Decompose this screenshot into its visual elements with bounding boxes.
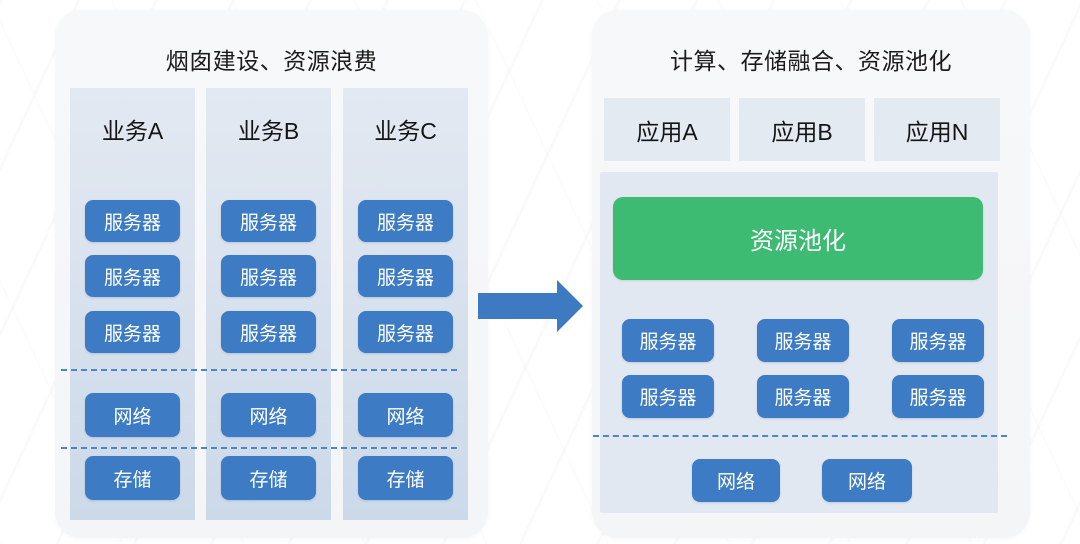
server-box: 服务器	[892, 319, 984, 362]
network-box: 网络	[358, 393, 453, 437]
legacy-architecture-panel: 烟囱建设、资源浪费 业务A 服务器 服务器 服务器 网络 存储 业务B 服务器 …	[55, 10, 488, 538]
network-layer-divider	[593, 435, 1007, 437]
network-box: 网络	[822, 459, 912, 502]
business-b-header: 业务B	[237, 118, 300, 144]
business-column-a: 业务A 服务器 服务器 服务器 网络 存储	[70, 88, 195, 520]
app-box-a: 应用A	[604, 98, 730, 161]
network-box: 网络	[692, 459, 780, 502]
server-box: 服务器	[757, 319, 849, 362]
business-column-b: 业务B 服务器 服务器 服务器 网络 存储	[206, 88, 331, 520]
server-box: 服务器	[85, 311, 180, 353]
storage-box: 存储	[358, 456, 453, 500]
server-box: 服务器	[221, 311, 316, 353]
network-layer-divider	[61, 369, 457, 371]
right-arrow-icon	[478, 280, 583, 332]
storage-box: 存储	[85, 456, 180, 500]
business-a-header: 业务A	[101, 118, 164, 144]
app-box-b: 应用B	[739, 98, 865, 161]
server-box: 服务器	[85, 255, 180, 297]
server-box: 服务器	[358, 200, 453, 242]
server-box: 服务器	[622, 319, 714, 362]
pooled-panel-title: 计算、存储融合、资源池化	[670, 48, 952, 74]
pooled-architecture-panel: 计算、存储融合、资源池化 应用A 应用B 应用N 资源池化 服务器 服务器 服务…	[592, 10, 1030, 538]
business-column-c: 业务C 服务器 服务器 服务器 网络 存储	[343, 88, 468, 520]
network-box: 网络	[85, 393, 180, 437]
legacy-panel-title: 烟囱建设、资源浪费	[165, 48, 378, 74]
server-box: 服务器	[892, 375, 984, 418]
server-box: 服务器	[221, 200, 316, 242]
server-box: 服务器	[757, 375, 849, 418]
storage-layer-divider	[61, 447, 457, 449]
server-box: 服务器	[85, 200, 180, 242]
resource-pool-container: 资源池化 服务器 服务器 服务器 服务器 服务器 服务器 网络 网络	[600, 172, 998, 513]
resource-pool-banner: 资源池化	[613, 197, 983, 280]
storage-box: 存储	[221, 456, 316, 500]
app-box-n: 应用N	[874, 98, 1000, 161]
server-box: 服务器	[358, 255, 453, 297]
network-box: 网络	[221, 393, 316, 437]
server-box: 服务器	[358, 311, 453, 353]
server-box: 服务器	[221, 255, 316, 297]
business-c-header: 业务C	[374, 118, 437, 144]
server-box: 服务器	[622, 375, 714, 418]
application-row: 应用A 应用B 应用N	[604, 98, 1000, 161]
